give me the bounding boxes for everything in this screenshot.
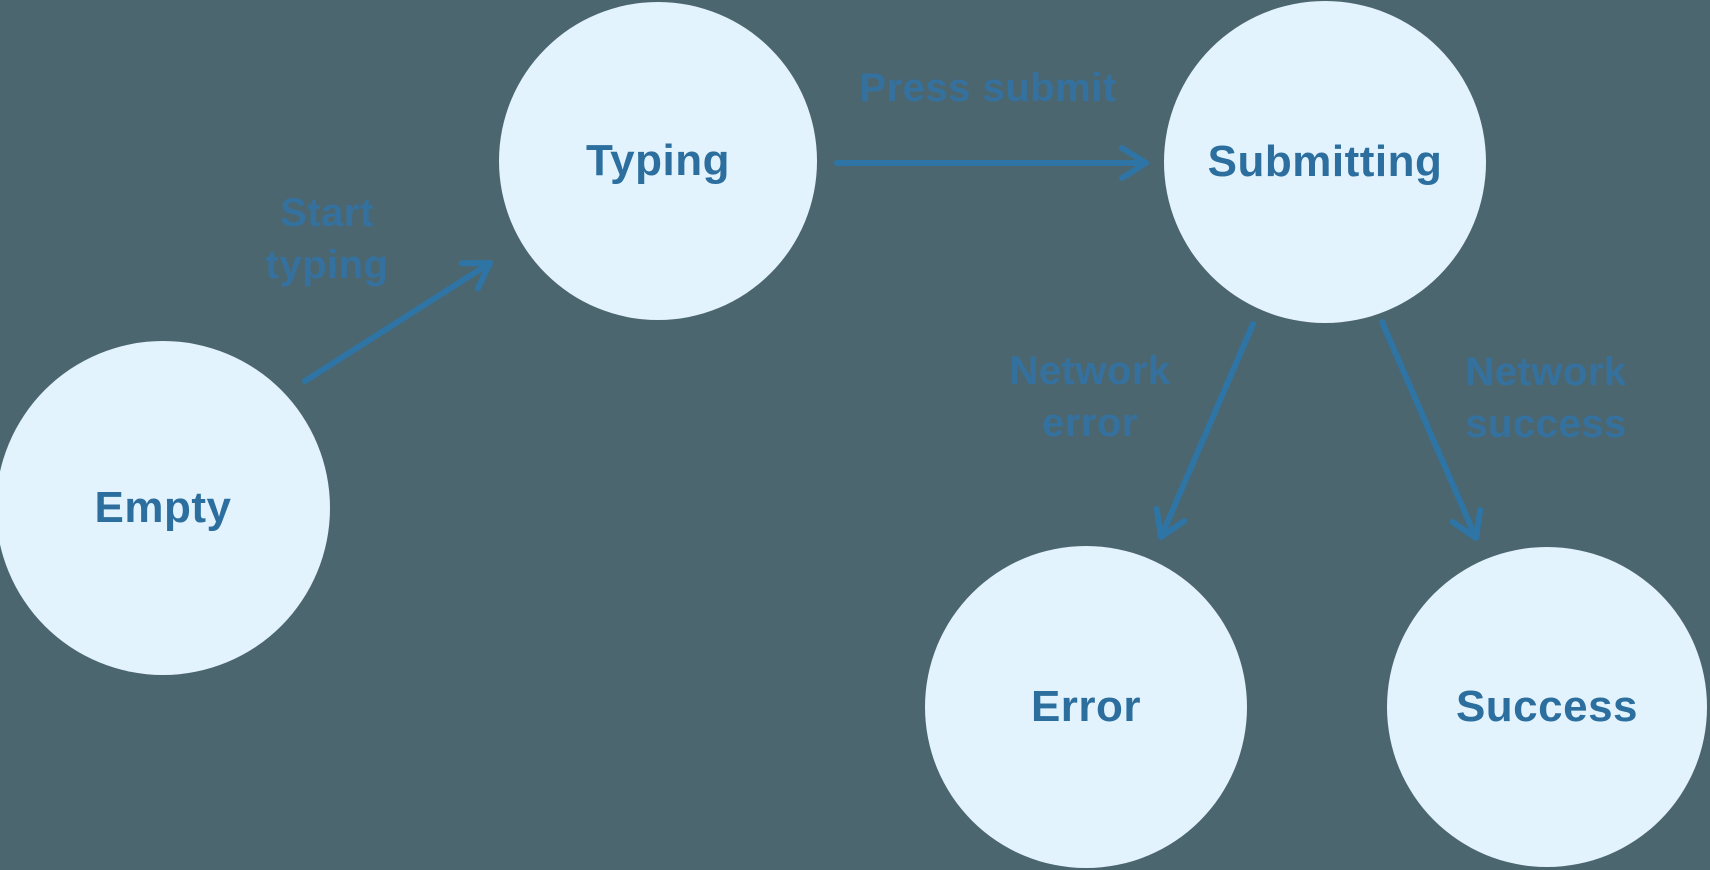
state-node-success: Success: [1387, 547, 1707, 867]
state-node-label: Typing: [586, 136, 730, 185]
edge-label-press-submit: Press submit: [859, 66, 1117, 110]
edge-label-network-error: Network error: [1009, 349, 1171, 445]
edge-label-start-typing: Start typing: [265, 191, 389, 287]
state-node-label: Error: [1030, 682, 1142, 731]
edge-label-network-success: Network success: [1465, 350, 1627, 446]
state-node-empty: Empty: [0, 341, 330, 675]
state-node-typing: Typing: [499, 2, 817, 320]
state-node-label: Empty: [94, 483, 232, 532]
state-node-label: Submitting: [1207, 137, 1443, 186]
state-node-error: Error: [925, 546, 1247, 868]
state-node-submitting: Submitting: [1164, 1, 1486, 323]
state-node-label: Success: [1455, 682, 1639, 731]
